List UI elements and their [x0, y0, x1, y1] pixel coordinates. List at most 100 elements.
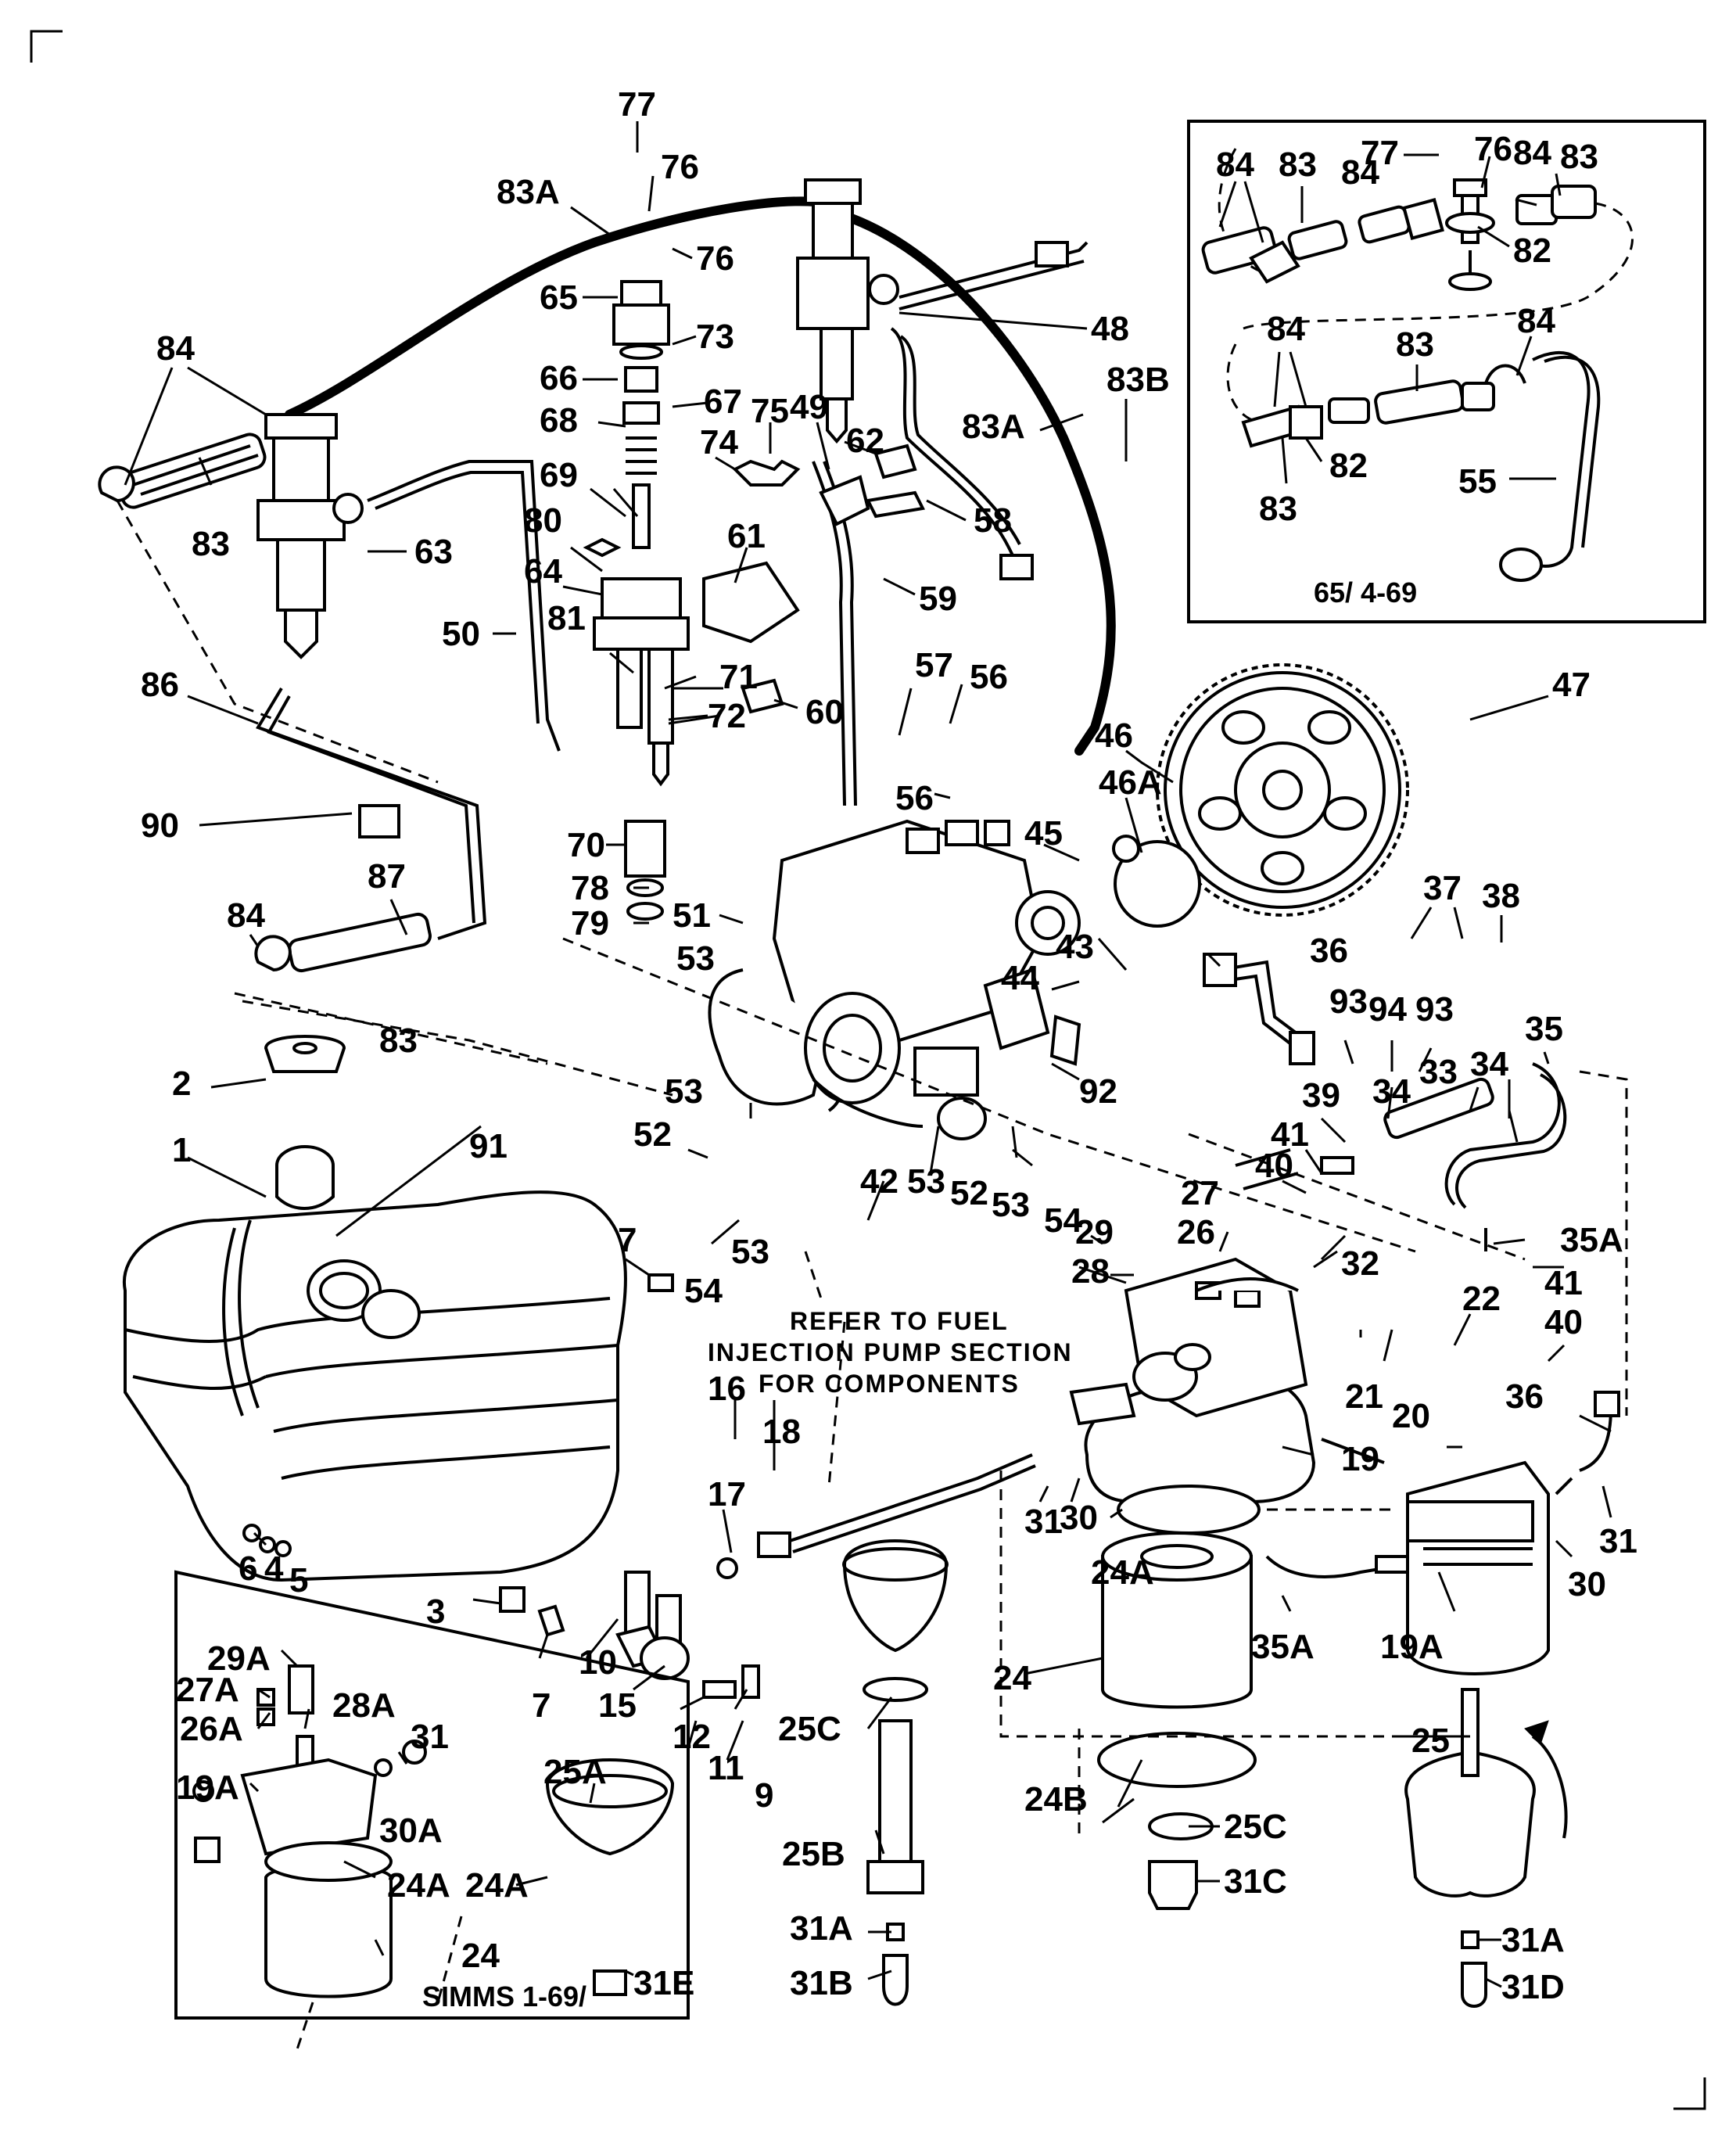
callout-52: 52: [633, 1115, 672, 1154]
inset-callout-55: 55: [1458, 462, 1497, 501]
callout-77: 77: [618, 85, 656, 124]
callout-12: 12: [673, 1718, 711, 1756]
callout-71: 71: [719, 658, 758, 696]
callout-16: 16: [708, 1370, 746, 1408]
callout-45: 45: [1024, 814, 1063, 853]
misc-lines: [1203, 953, 1620, 1578]
callout-35: 35: [1525, 1010, 1563, 1048]
callout-81: 81: [547, 599, 586, 637]
callout-94: 94: [1368, 990, 1407, 1029]
callout-3: 3: [426, 1592, 445, 1631]
inset-callout-83: 83: [1560, 138, 1598, 176]
captions: REFER TO FUEL INJECTION PUMP SECTION FOR…: [422, 576, 1417, 2013]
callout-29: 29: [1075, 1213, 1114, 1251]
corner-mark-top-left: [30, 30, 63, 63]
injector-right: [796, 178, 899, 444]
callout-22: 22: [1462, 1280, 1501, 1318]
callout-69: 69: [540, 456, 578, 494]
callout-7: 7: [532, 1686, 551, 1725]
callout-24: 24: [993, 1659, 1031, 1697]
callout-19a: 19A: [1380, 1628, 1444, 1666]
callout-83a: 83A: [497, 173, 560, 211]
callout-50: 50: [442, 615, 480, 653]
pump-small-parts: [702, 443, 925, 714]
callout-24a: 24A: [387, 1866, 450, 1905]
callout-36: 36: [1505, 1377, 1544, 1416]
callout-29a: 29A: [207, 1639, 271, 1678]
callout-76: 76: [661, 148, 699, 186]
callout-19a: 19A: [176, 1768, 239, 1807]
callout-93: 93: [1415, 990, 1454, 1029]
callout-24a: 24A: [465, 1866, 529, 1905]
callout-54: 54: [684, 1272, 723, 1310]
callout-24: 24: [461, 1937, 500, 1975]
callout-40: 40: [1544, 1303, 1583, 1341]
fuel-filter-main: [1069, 1257, 1316, 1503]
callout-73: 73: [696, 318, 734, 356]
callout-51: 51: [673, 896, 711, 935]
callout-37: 37: [1423, 869, 1462, 907]
callout-11: 11: [708, 1749, 744, 1787]
inset-callout-84: 84: [1513, 134, 1551, 172]
callout-53: 53: [992, 1186, 1030, 1224]
callout-31c: 31C: [1224, 1862, 1287, 1901]
callout-56: 56: [970, 658, 1008, 696]
callout-43: 43: [1056, 928, 1094, 966]
fuel-injection-pump: [708, 819, 1081, 1140]
simms-note: SIMMS 1-69/: [422, 1980, 586, 2013]
callout-31: 31: [411, 1718, 449, 1756]
inset-callout-83: 83: [1279, 145, 1317, 184]
tank-hardware: [242, 1273, 760, 1699]
callout-86: 86: [141, 666, 179, 704]
fuel-filter-secondary: [1404, 1460, 1568, 2008]
delivery-valve-stack: [583, 280, 690, 921]
callout-40: 40: [1255, 1147, 1293, 1185]
callout-75: 75: [751, 392, 789, 430]
callout-4: 4: [264, 1549, 284, 1588]
callout-20: 20: [1392, 1397, 1430, 1435]
reference-dashes: [116, 500, 1628, 1838]
leader-lines: [124, 121, 1612, 1988]
callout-24b: 24B: [1024, 1780, 1088, 1819]
inset-callout-84: 84: [1267, 310, 1305, 348]
callout-74: 74: [700, 423, 738, 461]
callout-83a: 83A: [962, 408, 1025, 446]
callout-21: 21: [1345, 1377, 1383, 1416]
callout-31a: 31A: [790, 1909, 853, 1948]
callout-84: 84: [227, 896, 265, 935]
callout-34: 34: [1470, 1045, 1508, 1083]
callout-90: 90: [141, 806, 179, 845]
callout-76: 76: [696, 239, 734, 278]
callout-25b: 25B: [782, 1835, 845, 1873]
callout-2: 2: [172, 1065, 191, 1103]
callout-27a: 27A: [176, 1671, 239, 1709]
callout-78: 78: [571, 869, 609, 907]
callout-10: 10: [579, 1643, 617, 1682]
callout-33: 33: [1419, 1053, 1458, 1091]
inset-callout-82: 82: [1329, 447, 1368, 485]
callout-27: 27: [1181, 1174, 1219, 1212]
callout-41: 41: [1544, 1264, 1583, 1302]
callout-54: 54: [1044, 1201, 1082, 1240]
callout-46: 46: [1095, 716, 1133, 755]
injector-left: [256, 413, 364, 659]
callout-34: 34: [1372, 1072, 1411, 1111]
callout-72: 72: [708, 697, 746, 735]
callout-80: 80: [524, 501, 562, 540]
callout-35a: 35A: [1251, 1628, 1315, 1666]
callout-65: 65: [540, 278, 578, 317]
callout-31d: 31D: [1501, 1968, 1565, 2006]
filter-element-parts: [842, 1485, 1261, 2006]
corner-mark-bottom-right: [1673, 2077, 1706, 2110]
inset-65-4-69: [1187, 120, 1706, 623]
callout-92: 92: [1079, 1072, 1117, 1111]
callout-17: 17: [708, 1475, 746, 1513]
callout-15: 15: [598, 1686, 637, 1725]
callout-25c: 25C: [778, 1710, 841, 1748]
callout-70: 70: [567, 826, 605, 864]
callout-6: 6: [239, 1549, 257, 1588]
callout-83b: 83B: [1107, 361, 1170, 399]
callout-60: 60: [805, 693, 844, 731]
callout-25c: 25C: [1224, 1808, 1287, 1846]
callout-26: 26: [1177, 1213, 1215, 1251]
